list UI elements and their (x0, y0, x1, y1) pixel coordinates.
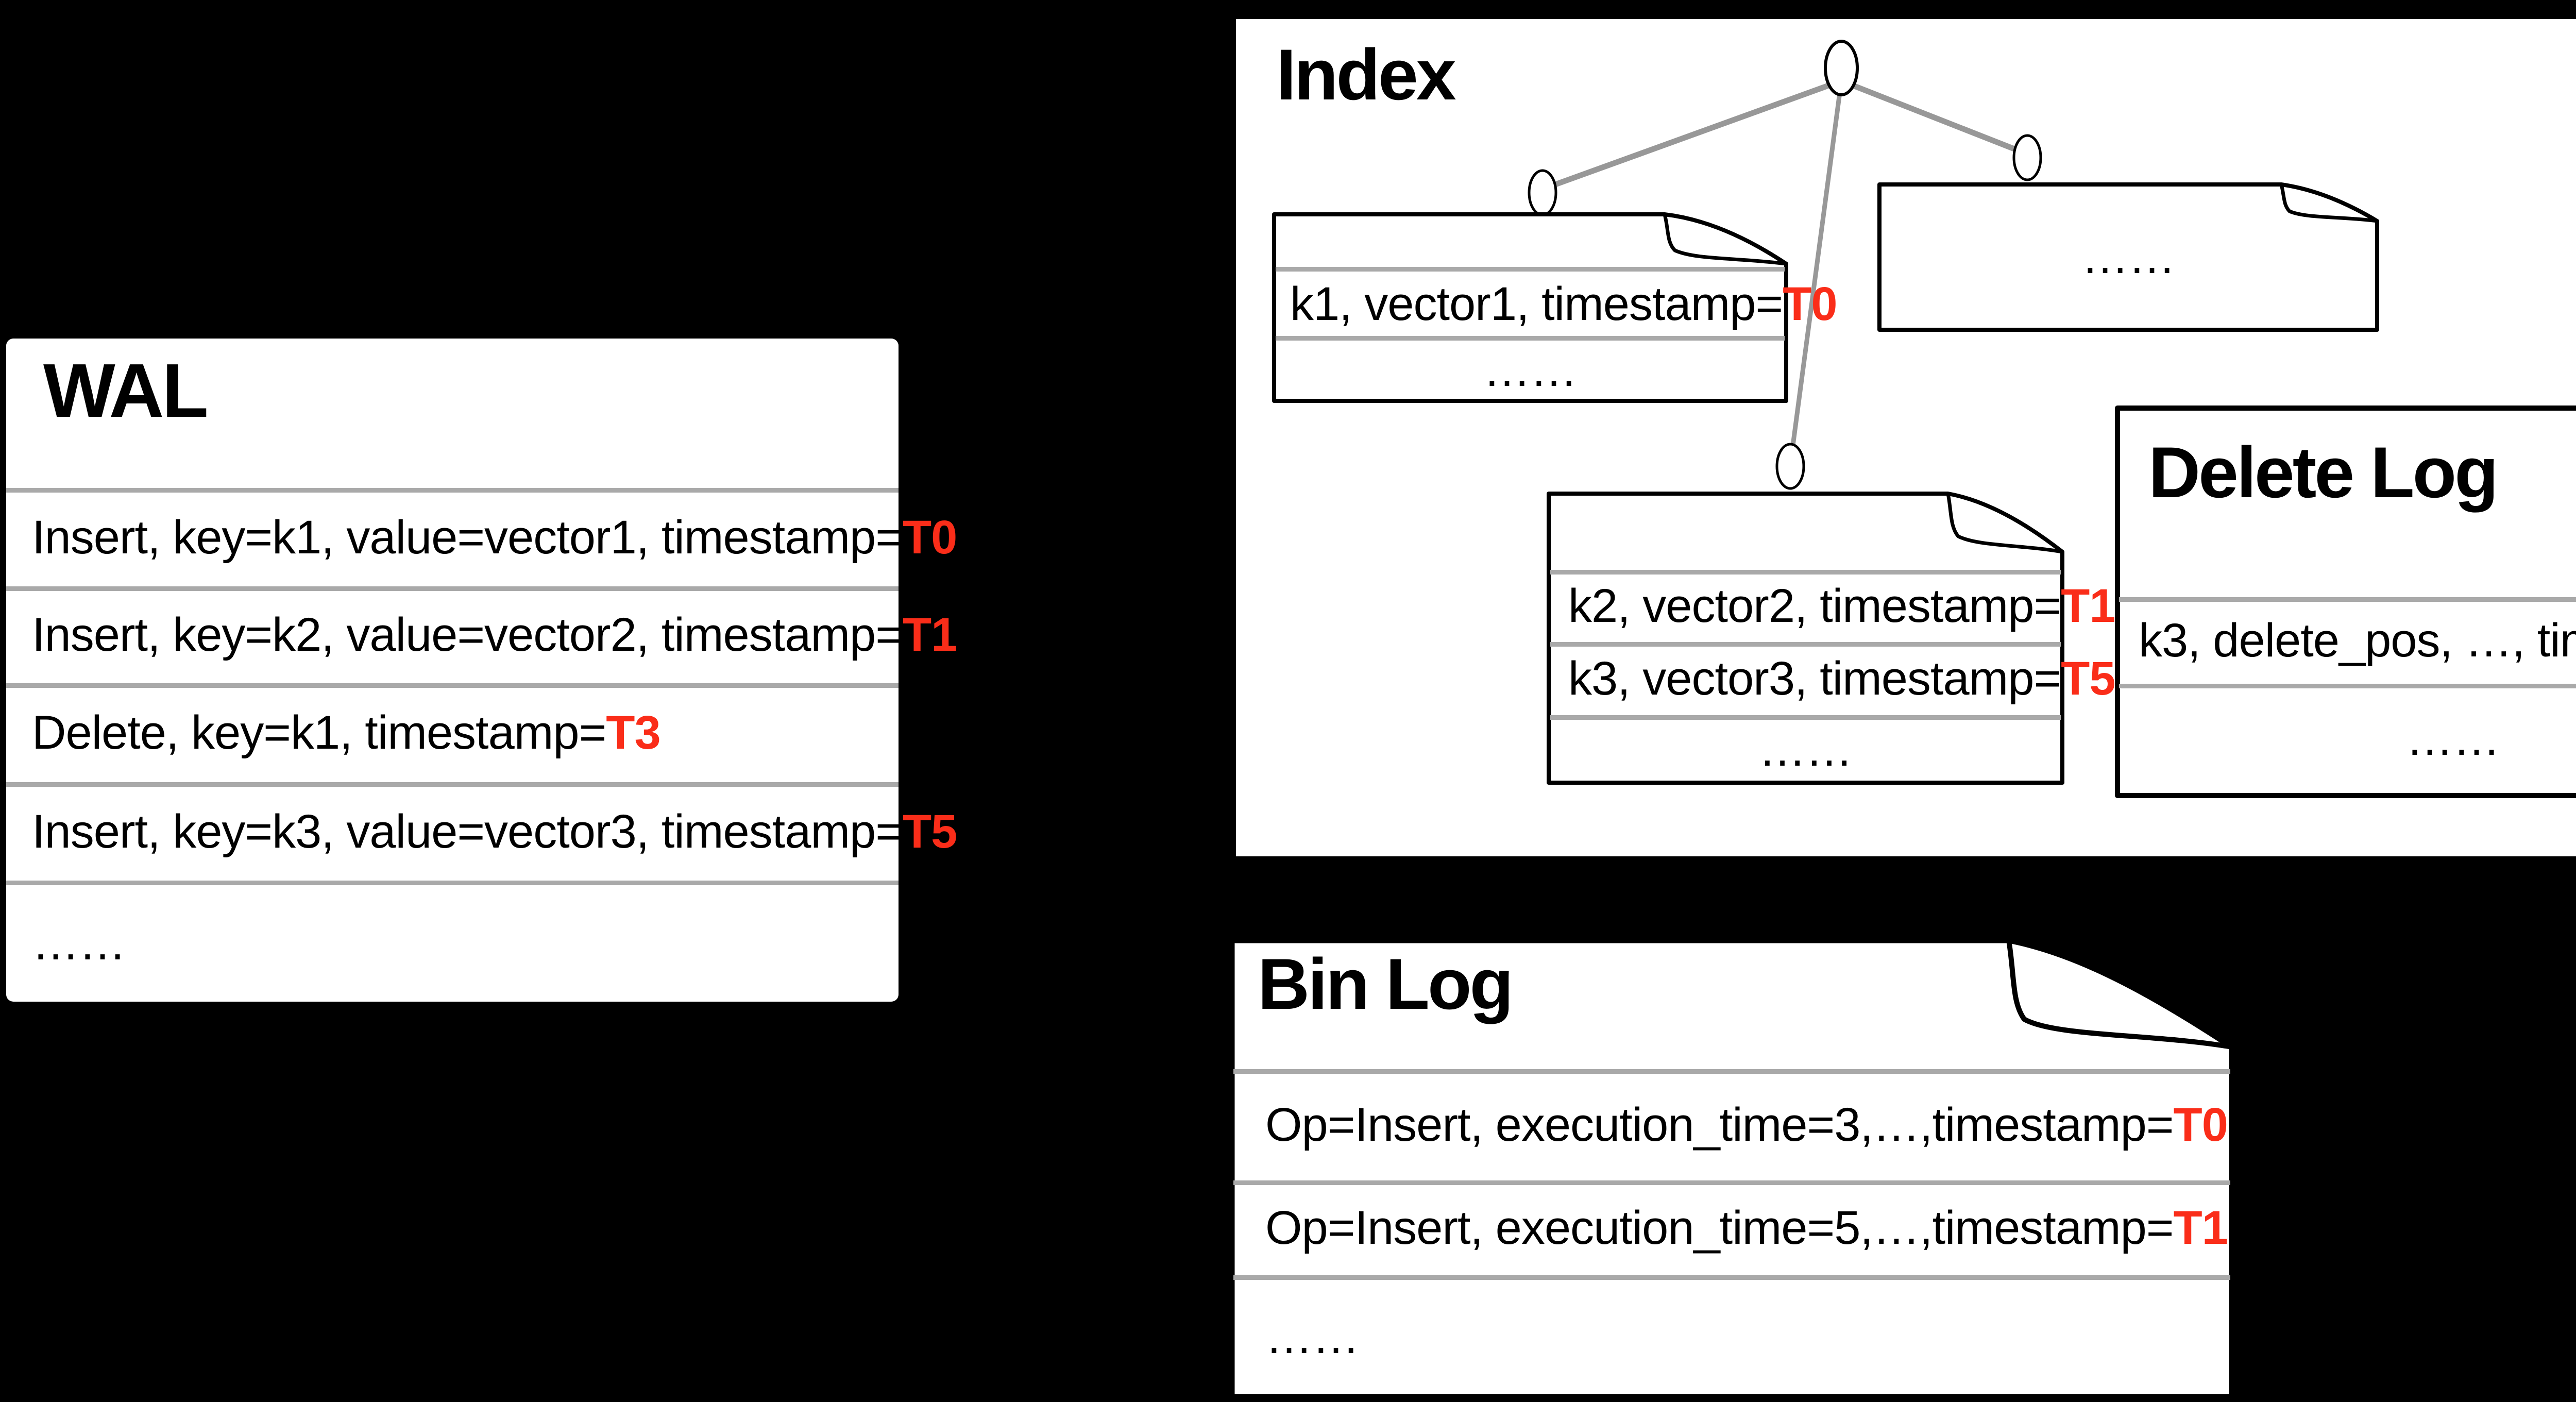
wal-row-timestamp: T0 (902, 511, 957, 564)
bin-log-row-text: …… (1265, 1311, 1360, 1363)
tree-node-left (1528, 169, 1557, 216)
wal-row: Insert, key=k3, value=vector3, timestamp… (6, 787, 957, 876)
bin-log-title: Bin Log (1258, 943, 1514, 1024)
row-divider (2119, 597, 2576, 602)
row-divider (6, 782, 899, 787)
segment-row-timestamp: T5 (2061, 652, 2115, 705)
row-divider (1233, 1275, 2230, 1280)
row-divider (1276, 336, 1785, 341)
row-divider (6, 683, 899, 688)
segment-row-text: k1, vector1, timestamp= (1290, 277, 1783, 330)
segment-row: …… (1550, 720, 2061, 779)
bin-log-row-timestamp: T1 (2173, 1202, 2228, 1254)
segment-row: k3, vector3, timestamp=T5 (1550, 647, 2116, 711)
row-divider (1233, 1069, 2230, 1074)
bin-log-row: …… (1233, 1280, 2230, 1394)
row-divider (6, 586, 899, 591)
segment-row-text: k2, vector2, timestamp= (1568, 580, 2061, 632)
folded-page-icon (1272, 212, 1788, 403)
tree-node-root (1824, 40, 1859, 96)
tree-edge (1840, 78, 2029, 157)
wal-row: Insert, key=k2, value=vector2, timestamp… (6, 591, 957, 679)
segment-row-timestamp: T0 (1783, 277, 1837, 330)
delete-log-document: Delete Log k3, delete_pos, …, timestamp=… (2115, 406, 2576, 798)
index-segment-document-k1: k1, vector1, timestamp=T0 …… (1272, 212, 1838, 403)
row-divider (1550, 715, 2061, 720)
tree-edge (1788, 80, 1844, 465)
tree-node-mid (1775, 443, 1805, 490)
folded-page-icon (2115, 406, 2576, 798)
row-divider (1276, 267, 1785, 272)
row-divider (2119, 684, 2576, 688)
delete-log-title: Delete Log (2148, 432, 2499, 513)
wal-row-text: Delete, key=k1, timestamp= (32, 706, 606, 759)
segment-row-timestamp: T1 (2061, 580, 2115, 632)
segment-row: …… (1276, 341, 1785, 399)
wal-row-timestamp: T1 (902, 609, 957, 661)
wal-row-timestamp: T5 (902, 805, 957, 858)
bin-log-row-text: Op=Insert, execution_time=5,…,timestamp= (1265, 1202, 2174, 1254)
index-title: Index (1276, 34, 1456, 115)
wal-row: …… (6, 885, 899, 1002)
row-divider (1233, 1180, 2230, 1185)
row-divider (1550, 570, 2061, 575)
bin-log-row: Op=Insert, execution_time=5,…,timestamp=… (1233, 1185, 2230, 1271)
row-divider (6, 488, 899, 493)
segment-row: …… (1881, 203, 2376, 311)
bin-log-document: Bin Log Op=Insert, execution_time=3,…,ti… (1229, 938, 2234, 1399)
wal-row-text: Insert, key=k3, value=vector3, timestamp… (32, 805, 903, 858)
wal-row-text: …… (32, 917, 126, 970)
index-segment-document-k2-k3: k2, vector2, timestamp=T1 k3, vector3, t… (1547, 492, 2116, 785)
bin-log-row-text: Op=Insert, execution_time=3,…,timestamp= (1265, 1099, 2174, 1151)
segment-row-text: …… (1483, 343, 1578, 396)
wal-row-text: Insert, key=k2, value=vector2, timestamp… (32, 609, 903, 661)
wal-row: Insert, key=k1, value=vector1, timestamp… (6, 493, 957, 582)
wal-title: WAL (43, 348, 209, 433)
wal-row-timestamp: T3 (606, 706, 660, 759)
index-tree (1528, 40, 2042, 490)
wal-panel: WAL Insert, key=k1, value=vector1, times… (6, 339, 957, 1002)
folded-page-icon (1877, 182, 2379, 332)
wal-row: Delete, key=k1, timestamp=T3 (6, 688, 899, 778)
bin-log-row-timestamp: T0 (2173, 1099, 2228, 1151)
delete-log-row: …… (2119, 688, 2576, 789)
row-divider (6, 881, 899, 885)
segment-row: k1, vector1, timestamp=T0 (1276, 272, 1838, 336)
segment-row-text: …… (2081, 231, 2176, 283)
index-segment-document-more: …… (1877, 182, 2379, 332)
delete-log-row: k3, delete_pos, …, timestamp=T3 (2119, 602, 2576, 679)
folded-page-icon (1547, 492, 2064, 785)
segment-row: k2, vector2, timestamp=T1 (1550, 575, 2116, 637)
segment-row-text: …… (1758, 723, 1853, 776)
segment-row-text: k3, vector3, timestamp= (1568, 652, 2061, 705)
index-panel: Index k1, vector1, timestamp=T0 …… (1231, 14, 2576, 861)
wal-row-text: Insert, key=k1, value=vector1, timestamp… (32, 511, 903, 564)
delete-log-row-text: k3, delete_pos, …, timestamp= (2139, 614, 2576, 667)
tree-node-right (2012, 134, 2042, 181)
bin-log-row: Op=Insert, execution_time=3,…,timestamp=… (1233, 1074, 2230, 1176)
tree-edge (1541, 78, 1842, 192)
delete-log-row-text: …… (2406, 712, 2500, 765)
folded-page-icon (1229, 938, 2234, 1399)
row-divider (1550, 642, 2061, 647)
